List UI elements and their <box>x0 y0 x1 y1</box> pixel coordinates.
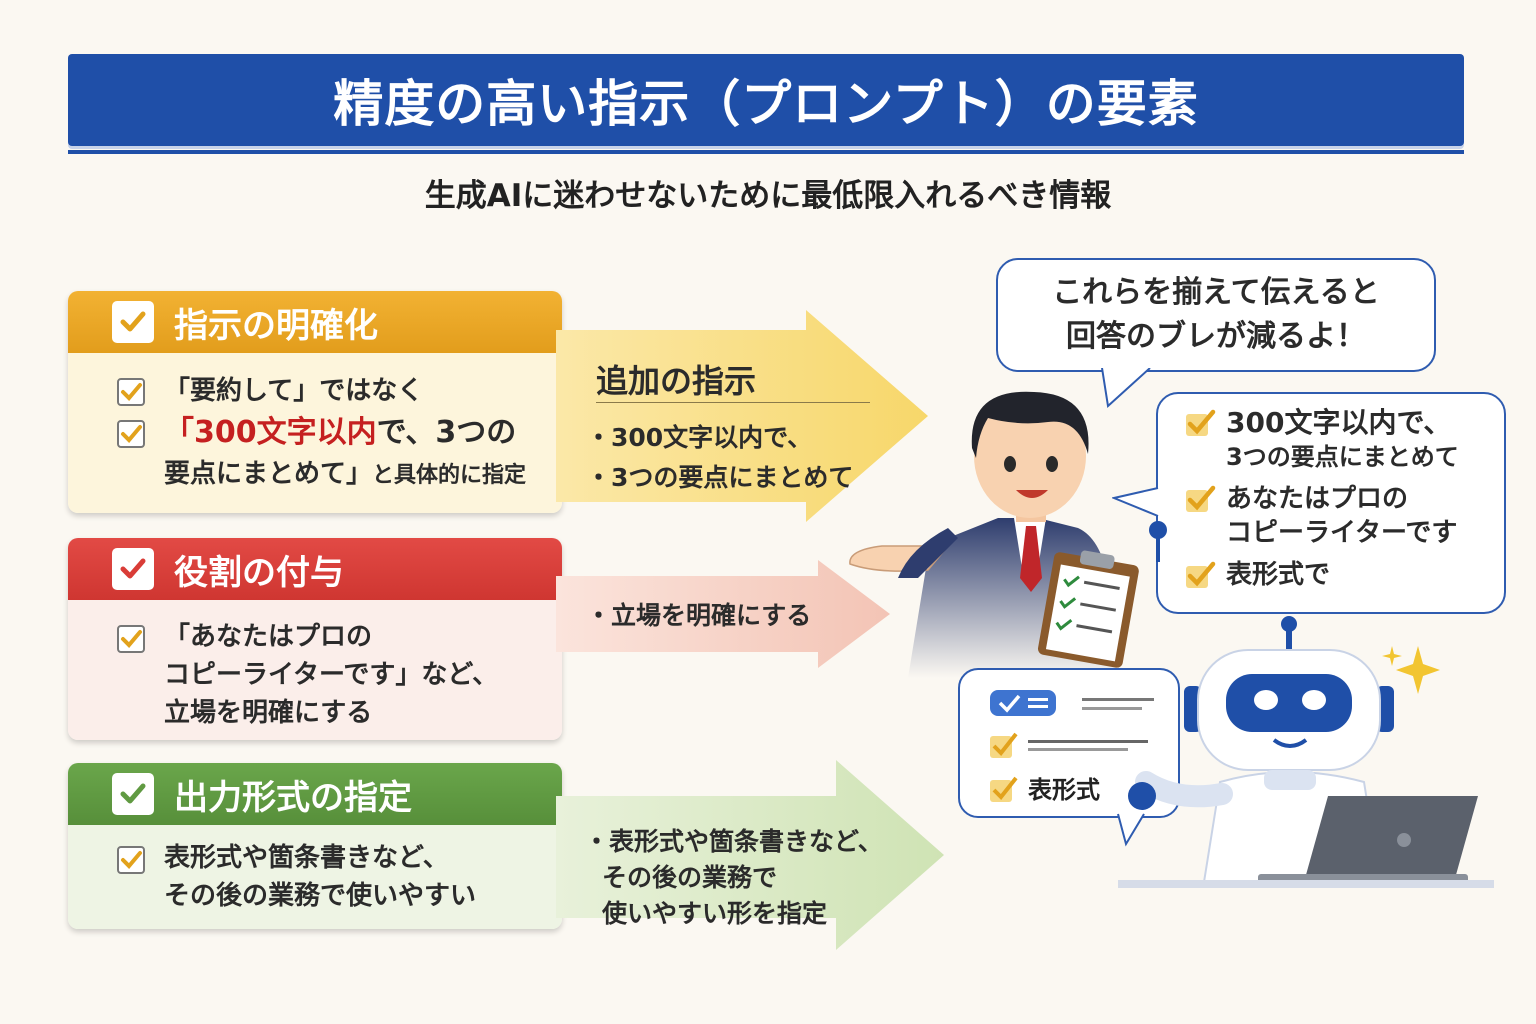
list-item: 「要約して」ではなく <box>116 371 562 411</box>
checkbox-icon <box>117 846 145 874</box>
arrow-shape <box>556 310 928 522</box>
arrow-format: ・表形式や箇条書きなど、 その後の業務で 使いやすい形を指定 <box>556 760 948 950</box>
arrow-text: その後の業務で <box>602 863 778 892</box>
speech-text: 回答のブレが減るよ！ <box>1066 319 1366 354</box>
item-text: 立場を明確にする <box>164 698 373 728</box>
page-subtitle: 生成AIに迷わせないために最低限入れるべき情報 <box>424 178 1112 214</box>
robot-label: 表形式 <box>1028 776 1100 804</box>
item-text: その後の業務で使いやすい <box>164 881 477 911</box>
speech-tail <box>1112 487 1159 517</box>
card-title: 出力形式の指定 <box>174 777 412 818</box>
list-item: 「300文字以内で、3つの 要点にまとめて」と具体的に指定 <box>116 413 562 496</box>
list-item: 「あなたはプロの コピーライターです」など、 立場を明確にする <box>116 618 562 732</box>
checklist-text: コピーライターです <box>1226 518 1458 548</box>
item-text: で、3つの <box>376 415 517 450</box>
arrow-text: ・立場を明確にする <box>586 601 812 630</box>
arrow-text: ・300文字以内で、 <box>586 423 813 452</box>
arrow-divider <box>596 402 870 403</box>
checklist-item: 300文字以内で、 3つの要点にまとめて <box>1184 406 1504 474</box>
checkbox-icon <box>117 420 145 448</box>
card-header: 出力形式の指定 <box>68 763 562 825</box>
check-icon <box>1186 409 1216 436</box>
speech-tail <box>1101 368 1151 408</box>
item-text: 「要約して」ではなく <box>164 376 424 406</box>
checklist-text: あなたはプロの <box>1226 484 1409 514</box>
check-icon <box>1186 561 1216 588</box>
card-format: 出力形式の指定 表形式や箇条書きなど、 その後の業務で使いやすい <box>68 763 562 929</box>
arrow-shape <box>556 560 890 668</box>
arrow-additional-instruction: 追加の指示 ・300文字以内で、 ・3つの要点にまとめて <box>556 308 936 524</box>
card-title: 役割の付与 <box>174 552 344 593</box>
toggle-checklist-icon <box>990 690 1154 716</box>
businessman-illustration <box>849 391 1139 678</box>
robot-check-row: 表形式 <box>988 770 1100 805</box>
arrow-text: ・表形式や箇条書きなど、 <box>584 827 883 856</box>
list-item: 表形式や箇条書きなど、 その後の業務で使いやすい <box>116 839 562 915</box>
check-line-icon <box>990 732 1148 758</box>
title-banner: 精度の高い指示（プロンプト）の要素 <box>68 54 1464 146</box>
item-text: 要点にまとめて」 <box>164 459 373 489</box>
checklist-text: 表形式で <box>1226 560 1331 590</box>
card-header: 役割の付与 <box>68 538 562 600</box>
arrow-shape <box>556 760 944 950</box>
check-icon <box>990 776 1018 802</box>
check-icon <box>112 301 154 343</box>
pin-icon <box>1149 521 1167 562</box>
speech-text: これらを揃えて伝えると <box>1052 275 1380 310</box>
speech-tail <box>1117 813 1145 847</box>
checklist-item: あなたはプロのコピーライターです <box>1184 482 1504 550</box>
item-text-highlight: 「300文字以内 <box>164 415 377 450</box>
item-text: コピーライターです」など、 <box>164 660 499 690</box>
card-body: 「要約して」ではなく 「300文字以内で、3つの 要点にまとめて」と具体的に指定 <box>68 353 562 513</box>
speech-bubble-summary: これらを揃えて伝えると 回答のブレが減るよ！ <box>996 258 1436 372</box>
card-header: 指示の明確化 <box>68 291 562 353</box>
check-icon <box>112 773 154 815</box>
sparkle-icon <box>1382 646 1440 694</box>
arrow-role: ・立場を明確にする <box>556 560 896 668</box>
speech-bubble-checklist: 300文字以内で、 3つの要点にまとめて あなたはプロのコピーライターです 表形式… <box>1156 392 1506 614</box>
card-body: 「あなたはプロの コピーライターです」など、 立場を明確にする <box>68 600 562 740</box>
checkbox-icon <box>117 378 145 406</box>
item-text: 表形式や箇条書きなど、 <box>164 843 449 873</box>
item-text-small: と具体的に指定 <box>372 463 527 488</box>
checklist-text: 300文字以内で、 <box>1226 406 1452 439</box>
check-icon <box>1186 485 1216 512</box>
card-title: 指示の明確化 <box>174 305 378 346</box>
checklist-item: 表形式で <box>1184 558 1504 592</box>
card-body: 表形式や箇条書きなど、 その後の業務で使いやすい <box>68 825 562 929</box>
arrow-heading: 追加の指示 <box>596 362 757 400</box>
checkbox-icon <box>117 625 145 653</box>
card-role: 役割の付与 「あなたはプロの コピーライターです」など、 立場を明確にする <box>68 538 562 740</box>
checklist-text: 3つの要点にまとめて <box>1226 443 1459 471</box>
card-clarity: 指示の明確化 「要約して」ではなく 「300文字以内で、3つの 要点にまとめて」… <box>68 291 562 513</box>
robot-illustration <box>1118 616 1494 888</box>
item-text: 「あなたはプロの <box>164 622 373 652</box>
page-title: 精度の高い指示（プロンプト）の要素 <box>333 75 1199 133</box>
arrow-text: ・3つの要点にまとめて <box>586 463 854 492</box>
arrow-text: 使いやすい形を指定 <box>602 899 828 928</box>
title-underline <box>68 150 1464 154</box>
check-icon <box>112 548 154 590</box>
